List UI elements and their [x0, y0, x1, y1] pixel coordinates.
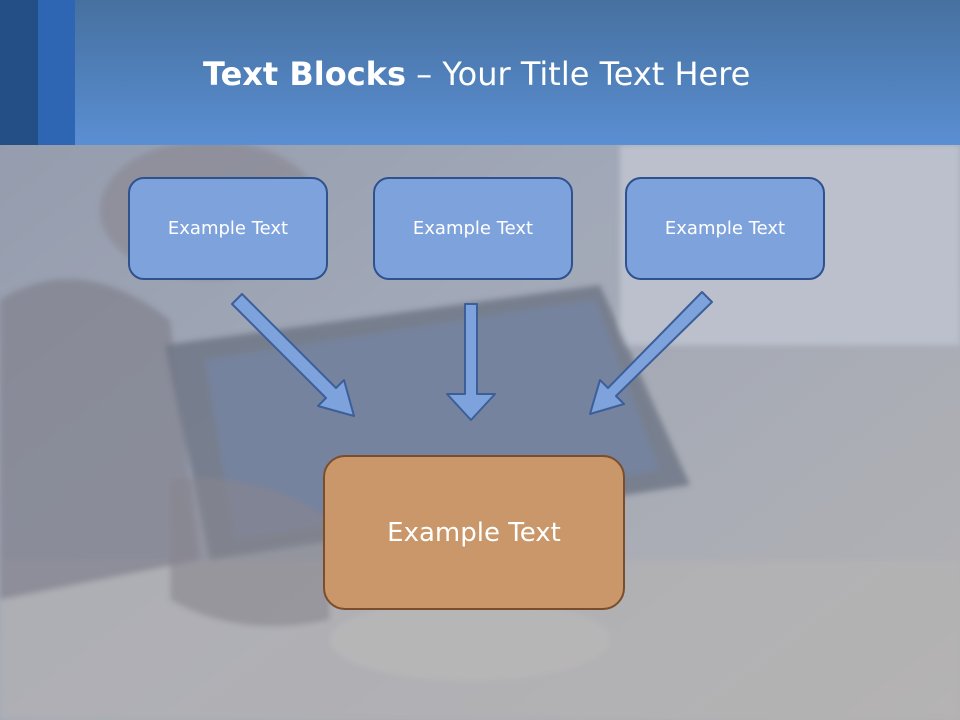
- arrow-left: [232, 294, 354, 416]
- arrow-middle: [447, 304, 495, 420]
- text-block-3: Example Text: [625, 177, 825, 280]
- text-block-2: Example Text: [373, 177, 573, 280]
- text-block-main: Example Text: [323, 455, 625, 610]
- text-block-1: Example Text: [128, 177, 328, 280]
- arrow-right: [590, 292, 712, 414]
